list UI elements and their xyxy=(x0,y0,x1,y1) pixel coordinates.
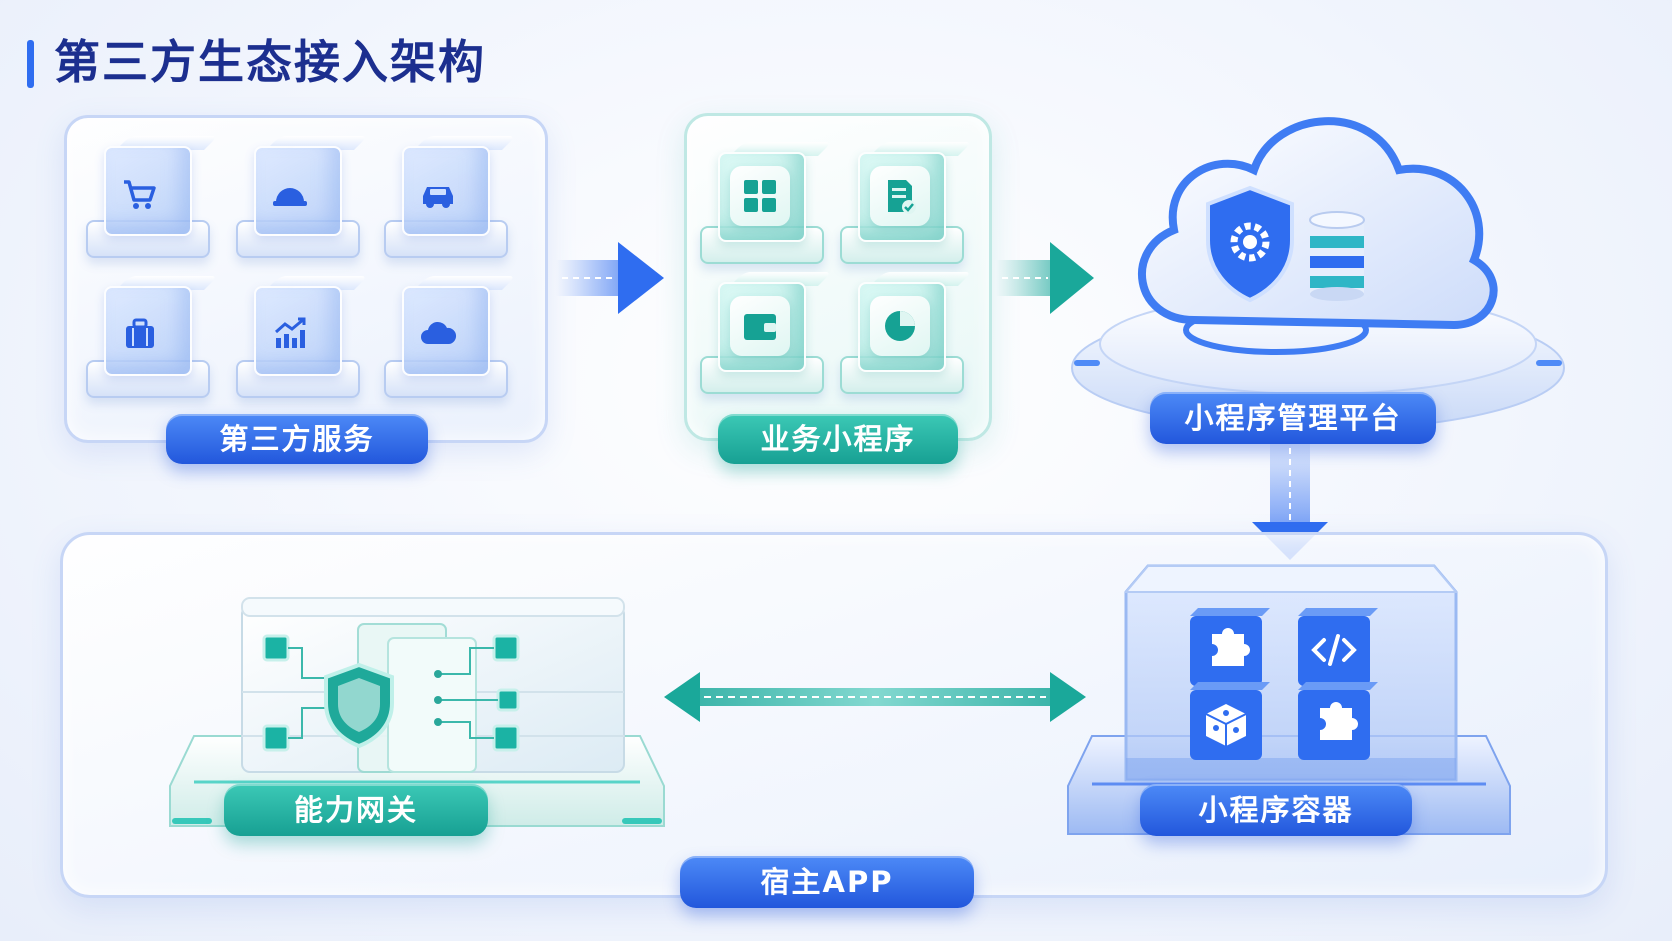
mini-program-mgmt-label: 小程序管理平台 xyxy=(1150,392,1436,444)
circuit-nodes-icon xyxy=(262,634,520,752)
arrow-services-to-business xyxy=(556,242,664,314)
puzzle-icon xyxy=(1298,682,1378,760)
capability-gateway-label: 能力网关 xyxy=(224,784,488,836)
app-grid-icon xyxy=(744,180,776,212)
shield-icon xyxy=(324,662,394,748)
title-accent-bar xyxy=(27,40,34,88)
business-cube-document xyxy=(840,142,972,270)
shield-gear-icon xyxy=(1206,185,1294,303)
pie-chart-icon xyxy=(885,311,915,341)
code-icon xyxy=(1298,608,1378,686)
database-icon xyxy=(1309,211,1365,301)
service-cube-cloud xyxy=(384,276,516,404)
business-cube-apps xyxy=(700,142,832,270)
suitcase-icon xyxy=(126,318,154,348)
service-cube-shopping xyxy=(86,136,218,264)
business-cube-wallet xyxy=(700,272,832,400)
document-check-icon xyxy=(888,180,916,214)
helmet-icon xyxy=(273,188,307,206)
service-cube-car xyxy=(384,136,516,264)
business-cube-pie xyxy=(840,272,972,400)
cloud-icon xyxy=(421,321,457,344)
page-title: 第三方生态接入架构 xyxy=(54,35,486,89)
mini-program-container-label: 小程序容器 xyxy=(1140,784,1412,836)
arrow-business-to-mgmt xyxy=(996,242,1094,314)
cart-icon xyxy=(124,180,156,209)
business-mini-programs-label: 业务小程序 xyxy=(718,414,958,464)
service-cube-suitcase xyxy=(86,276,218,404)
host-app-label: 宿主APP xyxy=(680,856,974,908)
service-cube-helmet xyxy=(236,136,368,264)
arrow-mgmt-to-container xyxy=(1252,444,1328,560)
growth-chart-icon xyxy=(275,317,306,348)
service-cube-growth xyxy=(236,276,368,404)
bidirectional-arrow xyxy=(664,672,1086,722)
puzzle-icon xyxy=(1190,608,1270,686)
wallet-icon xyxy=(744,314,776,340)
container-glass-box xyxy=(1123,564,1459,782)
third-party-services-label: 第三方服务 xyxy=(166,414,428,464)
dice-icon xyxy=(1190,682,1270,760)
car-icon xyxy=(423,187,453,208)
